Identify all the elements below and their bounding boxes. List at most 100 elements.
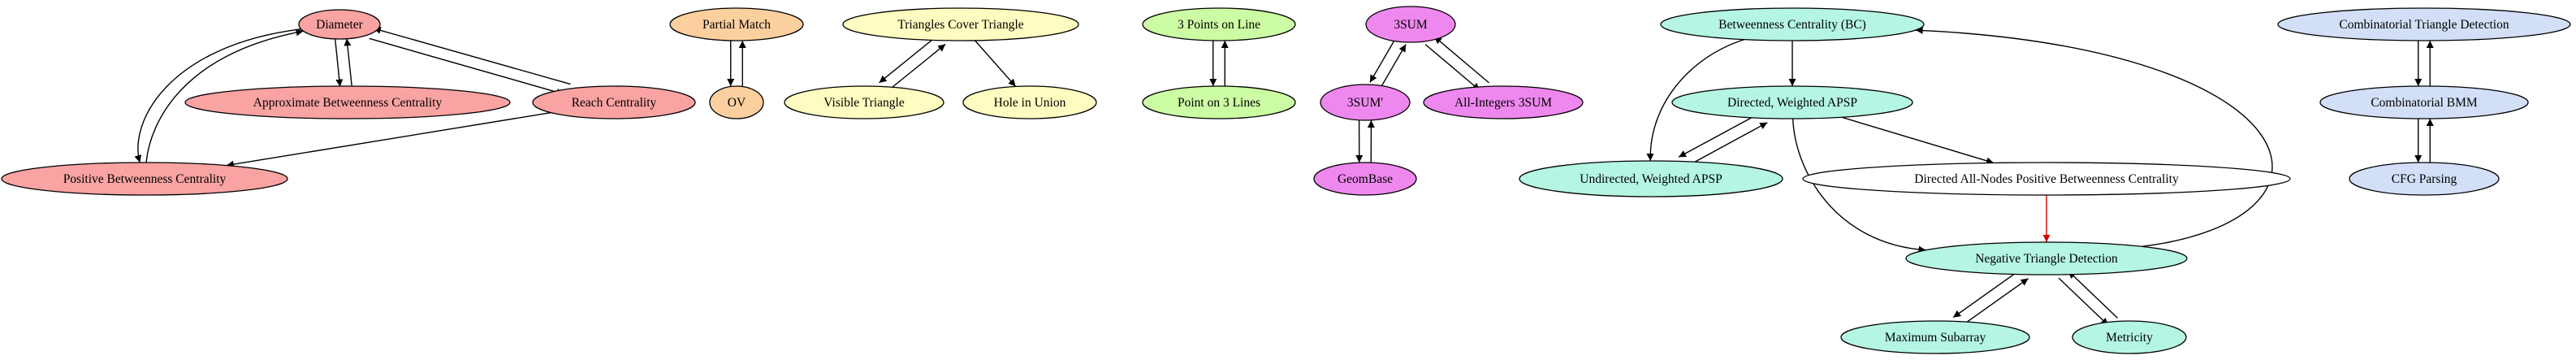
node-shape — [1423, 85, 1584, 119]
node-shape — [1313, 162, 1417, 196]
edge-triangles-cover-to-visible-triangle — [879, 36, 937, 84]
node-directed-all-nodes-bc: Directed All-Nodes Positive Betweenness … — [1802, 162, 2291, 196]
edge-diameter-to-reach-centrality — [369, 37, 564, 96]
edge-triangles-cover-to-hole-in-union — [975, 40, 1017, 87]
node-point-on-3-lines: Point on 3 Lines — [1142, 85, 1296, 119]
node-combinatorial-triangle: Combinatorial Triangle Detection — [2277, 7, 2571, 41]
node-label: Diameter — [316, 18, 364, 32]
node-shape — [2319, 85, 2529, 119]
node-label: 3SUM — [1394, 18, 1428, 32]
node-positive-bc: Positive Betweenness Centrality — [1, 162, 288, 196]
node-label: Directed All-Nodes Positive Betweenness … — [1914, 172, 2179, 186]
edge-reach-centrality-to-positive-bc — [226, 111, 551, 168]
edge-approx-bc-to-diameter — [344, 38, 352, 86]
node-threesum: 3SUM — [1365, 6, 1456, 43]
node-negative-triangle: Negative Triangle Detection — [1905, 241, 2188, 275]
node-diameter: Diameter — [298, 9, 381, 40]
node-shape — [2072, 320, 2187, 354]
node-directed-apsp: Directed, Weighted APSP — [1671, 85, 1913, 119]
node-label: Negative Triangle Detection — [1975, 252, 2118, 266]
node-label: GeomBase — [1338, 172, 1393, 186]
edge-threesum-to-all-integers-3sum — [1424, 44, 1480, 91]
node-label: Visible Triangle — [823, 96, 905, 110]
node-all-integers-3sum: All-Integers 3SUM — [1423, 85, 1584, 119]
node-bc: Betweenness Centrality (BC) — [1660, 7, 1925, 41]
edge-threesum-prime-to-threesum — [1380, 44, 1407, 89]
edge-undirected-apsp-to-directed-apsp — [1687, 122, 1768, 167]
node-shape — [298, 9, 381, 40]
node-partial-match: Partial Match — [669, 7, 804, 41]
edge-visible-triangle-to-triangles-cover — [888, 43, 946, 91]
node-visible-triangle: Visible Triangle — [784, 85, 944, 119]
node-threesum-prime: 3SUM' — [1320, 84, 1411, 121]
node-shape — [1365, 6, 1456, 43]
node-shape — [1142, 7, 1296, 41]
node-shape — [842, 7, 1079, 41]
edge-directed-apsp-to-directed-all-nodes-bc — [1841, 116, 1995, 165]
node-label: Undirected, Weighted APSP — [1580, 172, 1722, 186]
node-label: Partial Match — [702, 18, 771, 32]
node-shape — [1519, 160, 1783, 197]
edge-diameter-to-positive-bc — [134, 28, 301, 163]
node-hole-in-union: Hole in Union — [962, 85, 1097, 119]
node-shape — [1671, 85, 1913, 119]
node-label: OV — [728, 96, 746, 110]
node-metricity: Metricity — [2072, 320, 2187, 354]
edge-negative-triangle-to-bc — [1915, 26, 2273, 248]
node-label: Betweenness Centrality (BC) — [1718, 18, 1866, 32]
edge-max-subarray-to-negative-triangle — [1961, 278, 2029, 327]
edge-all-integers-3sum-to-threesum — [1433, 36, 1489, 84]
node-shape — [1660, 7, 1925, 41]
edge-negative-triangle-to-metricity — [2058, 277, 2109, 326]
edge-positive-bc-to-diameter — [145, 28, 304, 163]
edge-diameter-to-approx-bc — [335, 39, 344, 87]
node-shape — [962, 85, 1097, 119]
node-shape — [1905, 241, 2188, 275]
node-ov: OV — [709, 85, 764, 119]
node-label: 3 Points on Line — [1178, 18, 1260, 32]
edge-threesum-to-threesum-prime — [1369, 38, 1396, 83]
node-label: Positive Betweenness Centrality — [63, 172, 227, 186]
node-shape — [1, 162, 288, 196]
node-shape — [1802, 162, 2291, 196]
node-label: Combinatorial BMM — [2371, 96, 2478, 110]
edge-layer — [134, 26, 2434, 327]
node-shape — [1142, 85, 1296, 119]
node-reach-centrality: Reach Centrality — [532, 85, 696, 119]
node-max-subarray: Maximum Subarray — [1840, 320, 2030, 354]
node-label: Triangles Cover Triangle — [897, 18, 1023, 32]
node-shape — [1840, 320, 2030, 354]
node-label: Reach Centrality — [572, 96, 657, 110]
node-shape — [784, 85, 944, 119]
edge-reach-centrality-to-diameter — [373, 27, 571, 85]
node-three-points-line: 3 Points on Line — [1142, 7, 1296, 41]
edge-directed-apsp-to-negative-triangle — [1792, 118, 1926, 254]
node-undirected-apsp: Undirected, Weighted APSP — [1519, 160, 1783, 197]
node-label: Hole in Union — [994, 96, 1066, 110]
edge-metricity-to-negative-triangle — [2068, 270, 2119, 319]
edge-bc-to-undirected-apsp — [1646, 38, 1745, 162]
node-triangles-cover: Triangles Cover Triangle — [842, 7, 1079, 41]
node-label: Approximate Betweenness Centrality — [253, 96, 443, 110]
node-shape — [1320, 84, 1411, 121]
node-label: Point on 3 Lines — [1178, 96, 1260, 110]
node-geombase: GeomBase — [1313, 162, 1417, 196]
edge-negative-triangle-to-max-subarray — [1952, 270, 2020, 319]
node-shape — [184, 85, 511, 119]
node-label: Combinatorial Triangle Detection — [2339, 18, 2509, 32]
node-approx-bc: Approximate Betweenness Centrality — [184, 85, 511, 119]
node-label: CFG Parsing — [2392, 172, 2457, 186]
node-label: Maximum Subarray — [1885, 331, 1986, 345]
node-combinatorial-bmm: Combinatorial BMM — [2319, 85, 2529, 119]
node-cfg-parsing: CFG Parsing — [2349, 162, 2500, 196]
edge-directed-apsp-to-undirected-apsp — [1678, 113, 1759, 158]
node-label: 3SUM' — [1347, 96, 1383, 110]
node-label: Metricity — [2106, 331, 2153, 345]
node-label: All-Integers 3SUM — [1454, 96, 1552, 110]
node-shape — [532, 85, 696, 119]
node-shape — [709, 85, 764, 119]
node-shape — [2277, 7, 2571, 41]
node-shape — [669, 7, 804, 41]
